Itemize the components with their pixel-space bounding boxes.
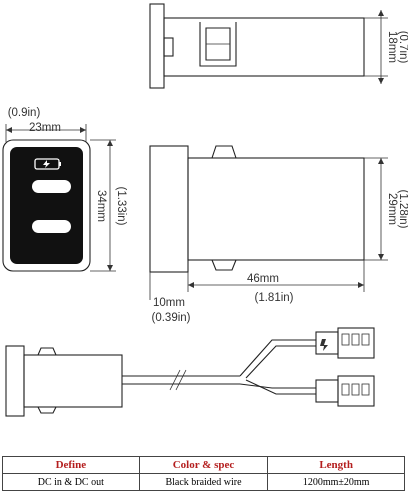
cell-length: 1200mm±20mm [267, 473, 405, 491]
top-height-mm: 18mm [386, 31, 398, 63]
front-panel [10, 147, 83, 264]
flange-mm: 10mm [153, 297, 185, 309]
side-height-in: (1.28in) [397, 190, 408, 229]
usb-charge-icon [34, 158, 61, 170]
spec-table: Define Color & spec Length DC in & DC ou… [2, 456, 405, 491]
top-height-in: (0.7in) [397, 31, 408, 64]
height-mm: 34mm [95, 190, 107, 222]
height-in: (1.33in) [115, 187, 127, 226]
front-view: (0.9in) 23mm 34mm (1.33in) [2, 107, 127, 272]
connector-top [315, 327, 375, 359]
cell-define: DC in & DC out [2, 473, 140, 491]
width-mm: 23mm [29, 122, 61, 134]
width-in: (0.9in) [8, 107, 41, 119]
header-color-spec: Color & spec [138, 456, 269, 474]
side-view: 46mm (1.81in) 10mm (0.39in) 29mm (1.28in… [149, 145, 408, 324]
side-height-mm: 29mm [386, 193, 398, 225]
flange-in: (0.39in) [152, 312, 191, 324]
usb-port-bottom [32, 220, 71, 233]
cable-view [5, 327, 375, 417]
length-mm: 46mm [247, 273, 279, 285]
length-in: (1.81in) [255, 292, 294, 304]
header-length: Length [267, 456, 405, 474]
top-view: 18mm (0.7in) [149, 3, 408, 89]
header-define: Define [2, 456, 140, 474]
usb-port-top [32, 180, 71, 193]
table-header-row: Define Color & spec Length [2, 456, 405, 474]
cell-color-spec: Black braided wire [138, 473, 269, 491]
connector-bottom [315, 375, 375, 407]
table-row: DC in & DC out Black braided wire 1200mm… [2, 473, 405, 491]
